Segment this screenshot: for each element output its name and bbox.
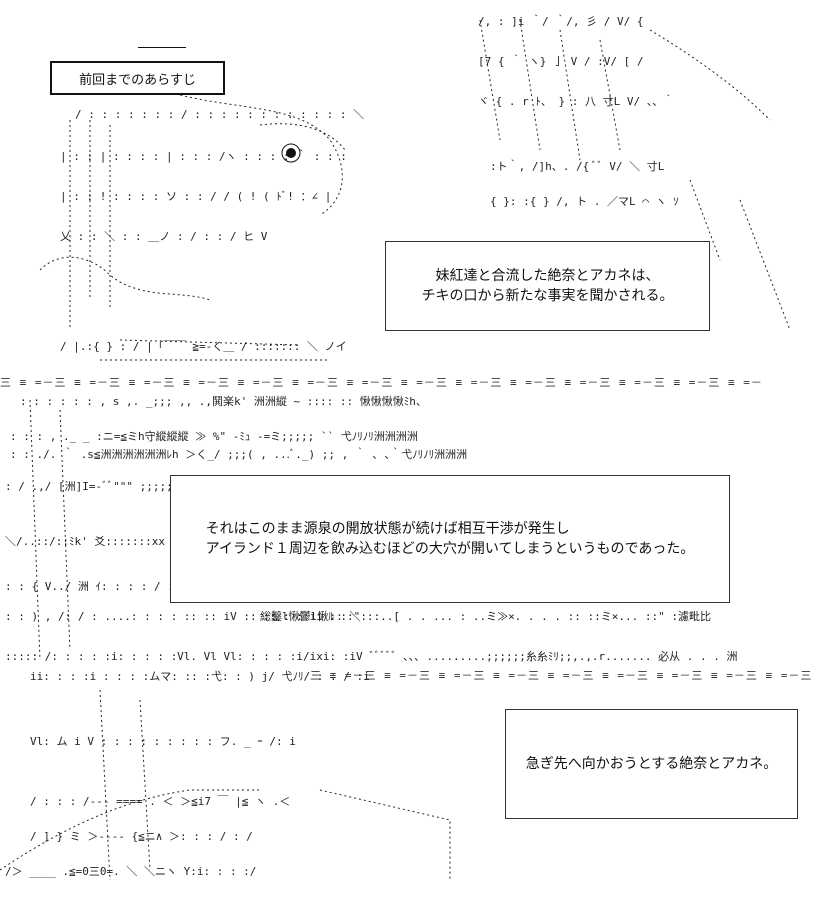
caption-text: それはこのまま源泉の開放状態が続けば相互干渉が発生し (205, 520, 570, 537)
svg-text:＼/..::/::ﾐk' 爻:::::::xx: ＼/..::/::ﾐk' 爻:::::::xx (5, 535, 165, 548)
caption-text: 急ぎ先へ向かおうとする絶奈とアカネ。 (525, 755, 778, 772)
svg-text:/, : ]i ｀/ ｀/, 彡 / V/ {: /, : ]i ｀/ ｀/, 彡 / V/ { (478, 13, 643, 28)
svg-text:総鑿l愀鬱l愀ﾙ ::" : ..[ . . ... : .: 総鑿l愀鬱l愀ﾙ ::" : ..[ . . ... : ..ミ≫×. . . … (260, 609, 711, 623)
svg-text:[7 { ｀ ヽ} 亅 V / :V/ [ /: [7 { ｀ ヽ} 亅 V / :V/ [ / (478, 53, 643, 68)
svg-text:ヾ { . r ﾄ、 } : 八 寸L V/ 、、｀: ヾ { . r ﾄ、 } : 八 寸L V/ 、、｀ (478, 93, 674, 108)
caption-box-reunion: 妹紅達と合流した絶奈とアカネは、 チキの口から新たな事実を聞かされる。 (385, 241, 710, 331)
svg-text:: : : , ._ _ :ニ=≦ミh守縱縱縱 ≫ %": : : : , ._ _ :ニ=≦ミh守縱縱縱 ≫ %" -ﾐｭ -=ミ;;;;… (10, 429, 418, 443)
svg-text:/ |.:{ } : / |「￣￣ ≧=-く＿ / ::::: / |.:{ } : / |「￣￣ ≧=-く＿ / ::::::: ＼ ノイ (60, 339, 347, 353)
svg-text:Vl: ム i V : : : : : : : : : フ.: Vl: ム i V : : : : : : : : : フ. _ ｰ /: i (30, 735, 296, 748)
caption-box-hurry: 急ぎ先へ向かおうとする絶奈とアカネ。 (505, 709, 798, 819)
svg-text:::::: /: : : : :i: : : : :Vl.: ::::: /: : : : :i: : : : :Vl. Vl Vl: : :… (5, 650, 738, 663)
caption-text: アイランド１周辺を飲み込むほどの大穴が開いてしまうというものであった。 (205, 541, 695, 557)
svg-text:/ : : : /--- ==== . ＜ ＞≦i7 ￣ |: / : : : /--- ==== . ＜ ＞≦i7 ￣ |≦ ヽ .＜ (30, 794, 290, 808)
svg-text:: : ) , /: / : ....: : : : ::: : : ) , /: / : ....: : : : :: :: iV :: :… (5, 610, 380, 623)
speed-line-separator: 三 ≡ =－三 ≡ =－三 ≡ =－三 ≡ =－三 ≡ =－三 ≡ =－三 ≡ … (0, 377, 763, 389)
title-rule (138, 47, 186, 48)
svg-text:| : : ! : : : : ソ : : / / ( !: | : : ! : : : : ソ : : / / ( ! ( ﾄﾞ! ：∠ | (60, 190, 331, 203)
caption-box-hot-spring: それはこのまま源泉の開放状態が続けば相互干渉が発生し アイランド１周辺を飲み込む… (170, 475, 730, 603)
svg-text:: : : : : : , s ,. _;;; ,, .,: : : : : : : , s ,. _;;; ,, .,鬨楽k' 洲洲縱 ~ … (20, 394, 427, 408)
svg-text:| : : | : : : : | : : : /ヽ : :: | : : | : : : : | : : : /ヽ : : : : ｀ : :… (60, 148, 347, 163)
recap-label: 前回までのあらすじ (50, 61, 225, 95)
svg-text:/＞ ____ .≦=0三0=. ＼: /＞ ____ .≦=0三0=. ＼ ＼ニヽ Y:i: : : :/ (5, 865, 256, 878)
svg-text:{ }: :{ } /, ト . ／マL ⌒ ヽ ｿ: { }: :{ } /, ト . ／マL ⌒ ヽ ｿ (490, 195, 679, 208)
svg-text:/ ] } ミ ＞--: / ] } ミ ＞---- {≦ニ∧ ＞: : : / : / (30, 830, 253, 843)
caption-text: 妹紅達と合流した絶奈とアカネは、 (435, 267, 660, 284)
speed-line-separator: 三 ≡ =－三 ≡ =－三 ≡ =－三 ≡ =－三 ≡ =－三 ≡ =－三 ≡ … (310, 670, 814, 682)
svg-text:: : ./. ｀ .s≦洲洲洲洲洲洲ﾚh ＞く_/ ;;;: : : ./. ｀ .s≦洲洲洲洲洲洲ﾚh ＞く_/ ;;;( , ...ﾞ._… (10, 446, 467, 461)
svg-text:ii: : : :i : : : :ムマ: :: :弋: :: ii: : : :i : : : :ムマ: :: :弋: : ) j/ 弋ﾉﾘ/… (30, 670, 370, 683)
svg-text:乂 : : ＼ : : ＿ノ : / : : / ヒ V: 乂 : : ＼ : : ＿ノ : / : : / ヒ V (60, 230, 268, 243)
svg-text::ト｀, /]h、. /{ ﾞﾞ V/ ＼ 寸L: :ト｀, /]h、. /{ ﾞﾞ V/ ＼ 寸L (490, 158, 665, 173)
svg-text:/ : : : : : : : / : : : : : :: / : : : : : : : / : : : : : : : : : : : … (75, 108, 364, 121)
svg-text:: : { V../ 洲 ｲ: : : : / :: :: : : { V../ 洲 ｲ: : : : / :: : ::i (5, 580, 220, 593)
caption-text: チキの口から新たな事実を聞かされる。 (421, 288, 674, 304)
